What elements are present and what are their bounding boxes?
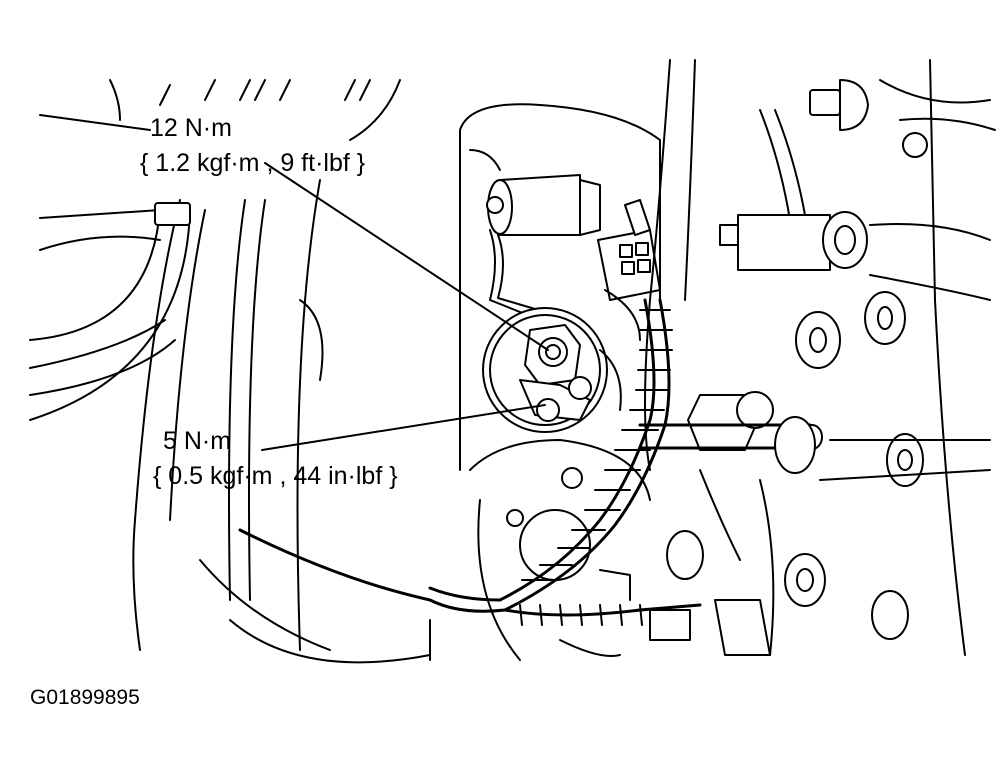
- leader-line-5nm: [261, 404, 546, 451]
- torque-spec-5nm: { 0.5 kgf·m , 44 in·lbf }: [153, 462, 398, 490]
- figure-code: G01899895: [30, 686, 140, 709]
- nut-5nm: [568, 376, 592, 400]
- torque-label-12nm: 12 N·m: [150, 114, 232, 142]
- torque-spec-12nm: { 1.2 kgf·m , 9 ft·lbf }: [140, 149, 366, 177]
- motor-housing: [459, 103, 661, 471]
- solenoid-assembly: [482, 289, 641, 433]
- nut-12nm: [538, 337, 568, 367]
- connector-harness: [238, 199, 702, 626]
- starter-base: [469, 439, 651, 661]
- right-components: [599, 59, 996, 656]
- left-hoses: [29, 202, 191, 421]
- leader-line-12nm: [264, 162, 549, 351]
- torque-label-5nm: 5 N·m: [163, 427, 232, 455]
